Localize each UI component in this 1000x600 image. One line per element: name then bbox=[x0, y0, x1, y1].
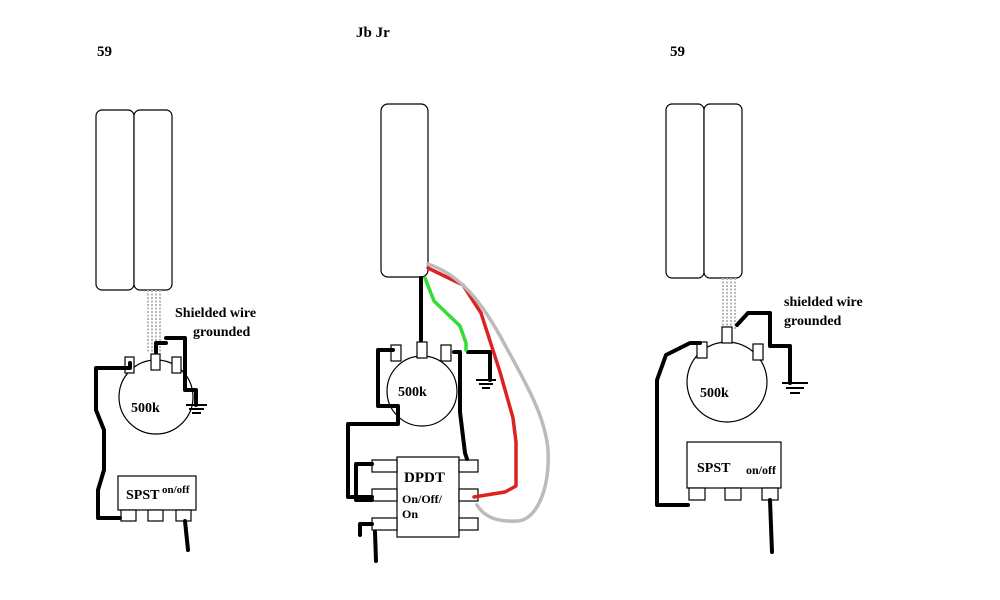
right-black-wires bbox=[655, 311, 792, 554]
middle-switch-label: DPDT bbox=[404, 470, 445, 486]
right-switch-sublabel: on/off bbox=[746, 463, 777, 477]
left-pot-label: 500k bbox=[131, 401, 160, 416]
right-ground-symbol bbox=[782, 382, 808, 394]
right-pot-lug-2 bbox=[721, 326, 733, 344]
right-shielded-cable bbox=[722, 278, 736, 330]
left-pot-lug-2 bbox=[150, 353, 161, 371]
left-switch-lug-3 bbox=[175, 509, 192, 522]
middle-red-wire bbox=[426, 266, 518, 499]
right-shield-note-line2: grounded bbox=[784, 314, 842, 329]
right-shield-note-line1: shielded wire bbox=[784, 295, 863, 310]
left-switch-label: SPST bbox=[126, 488, 160, 503]
middle-ground-symbol bbox=[476, 379, 496, 389]
right-pot-lug-1 bbox=[696, 341, 708, 359]
right-spst-switch bbox=[686, 441, 782, 489]
middle-pot-lug-1 bbox=[390, 344, 402, 362]
right-pickup-coil-2 bbox=[703, 103, 743, 279]
middle-pot-lug-3 bbox=[440, 344, 452, 362]
left-pickup-coil-1 bbox=[95, 109, 135, 291]
middle-dpdt-switch bbox=[396, 456, 460, 538]
right-pot-lug-3 bbox=[752, 343, 764, 361]
right-switch-label: SPST bbox=[697, 461, 731, 476]
right-circuit: 59 shielded wire grounded 500k SPST on/o… bbox=[655, 44, 863, 554]
middle-switch-sublabel-line1: On/Off/ bbox=[402, 492, 443, 506]
middle-switch-lug-4 bbox=[458, 459, 479, 473]
right-switch-lug-2 bbox=[724, 487, 742, 501]
left-shield-note-line2: grounded bbox=[193, 325, 251, 340]
left-switch-lug-1 bbox=[120, 509, 137, 522]
middle-switch-lug-2 bbox=[371, 488, 398, 502]
middle-green-wire bbox=[423, 276, 468, 352]
left-pickup-coil-2 bbox=[133, 109, 173, 291]
left-switch-sublabel: on/off bbox=[162, 484, 190, 496]
middle-switch-sublabel-line2: On bbox=[402, 507, 418, 521]
left-shield-note-line1: Shielded wire bbox=[175, 306, 256, 321]
middle-pickup-label: Jb Jr bbox=[356, 25, 390, 41]
middle-black-wires bbox=[346, 276, 492, 563]
left-switch-lug-2 bbox=[147, 509, 164, 522]
left-pot-lug-3 bbox=[171, 356, 182, 374]
middle-switch-lug-5 bbox=[458, 488, 479, 502]
middle-pickup bbox=[380, 103, 429, 278]
left-pickup-label: 59 bbox=[97, 44, 112, 60]
middle-pot-label: 500k bbox=[398, 385, 427, 400]
middle-switch-lug-1 bbox=[371, 459, 398, 473]
right-switch-lug-1 bbox=[688, 487, 706, 501]
right-pot-label: 500k bbox=[700, 386, 729, 401]
middle-pot-lug-2 bbox=[416, 341, 428, 359]
middle-circuit: Jb Jr 500k DPDT On/Off/ On bbox=[346, 25, 550, 563]
middle-gray-wire bbox=[426, 262, 550, 523]
middle-switch-lug-6 bbox=[458, 517, 479, 531]
left-circuit: 59 Shielded wire grounded 500k SPST on/o… bbox=[94, 44, 256, 552]
right-pickup-coil-1 bbox=[665, 103, 705, 279]
left-spst-switch bbox=[117, 475, 197, 511]
left-black-wires bbox=[94, 336, 198, 552]
right-pickup-label: 59 bbox=[670, 44, 685, 60]
middle-switch-lug-3 bbox=[371, 517, 398, 531]
